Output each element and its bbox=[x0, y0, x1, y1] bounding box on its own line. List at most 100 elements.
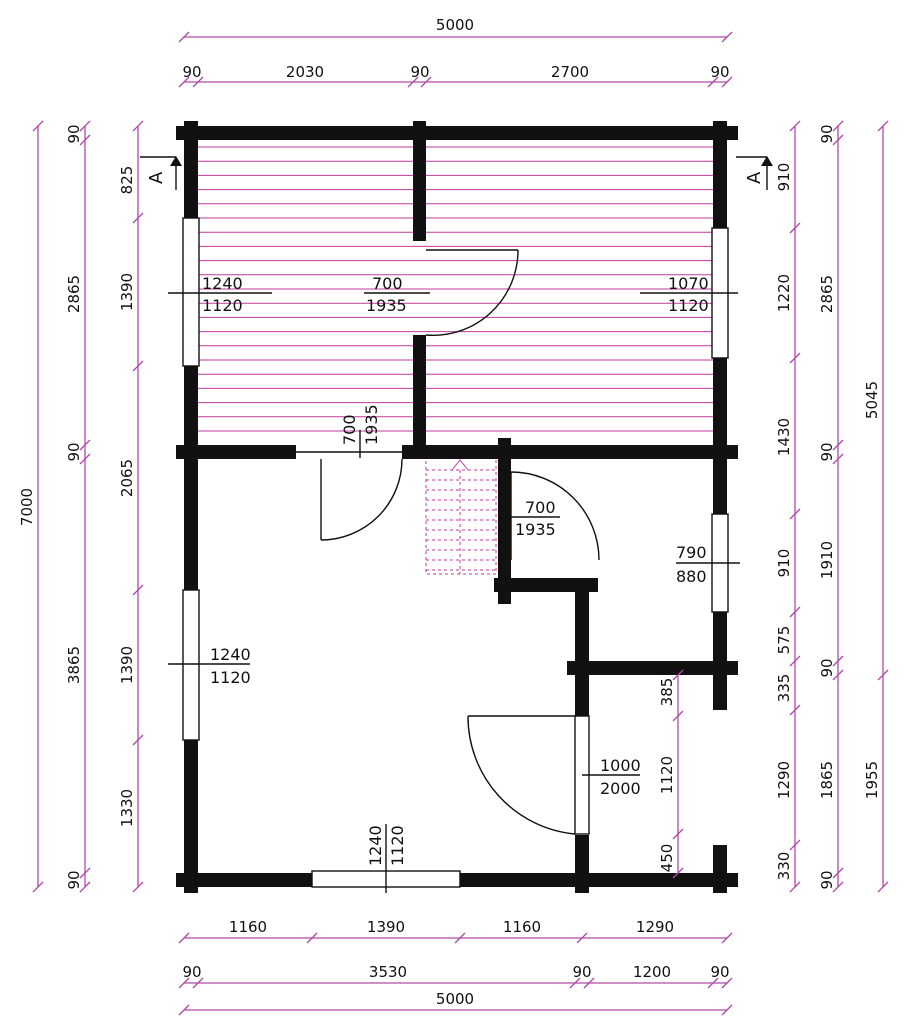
dim-left-seg: 825 bbox=[118, 166, 136, 195]
section-mark-label: A bbox=[744, 171, 765, 184]
dim-tick bbox=[721, 977, 733, 989]
dim-inner-seg: 1120 bbox=[658, 756, 676, 794]
dim-right-seg: 575 bbox=[775, 626, 793, 655]
door-label: 700 bbox=[525, 498, 556, 517]
dim-tick bbox=[576, 932, 588, 944]
dim-left-seg: 3865 bbox=[65, 646, 83, 684]
dim-bottom-seg: 90 bbox=[710, 963, 729, 981]
dim-tick bbox=[178, 932, 190, 944]
dim-tick bbox=[789, 606, 801, 618]
dim-tick bbox=[420, 76, 432, 88]
dim-tick bbox=[132, 212, 144, 224]
dim-tick bbox=[32, 120, 44, 132]
dim-tick bbox=[132, 120, 144, 132]
dim-tick bbox=[132, 360, 144, 372]
dim-right-seg: 1865 bbox=[818, 761, 836, 799]
door-label: 1935 bbox=[366, 296, 407, 315]
dim-tick bbox=[79, 453, 91, 465]
dim-top-overall: 5000 bbox=[436, 16, 474, 34]
dim-right-seg: 910 bbox=[775, 549, 793, 578]
window-label: 1240 bbox=[210, 645, 251, 664]
dim-tick bbox=[583, 977, 595, 989]
dim-tick bbox=[832, 453, 844, 465]
stairs bbox=[425, 457, 497, 575]
door-label: 1935 bbox=[362, 404, 381, 445]
dim-top-seg: 90 bbox=[410, 63, 429, 81]
dim-tick bbox=[789, 352, 801, 364]
window-label: 1120 bbox=[202, 296, 243, 315]
dim-tick bbox=[789, 839, 801, 851]
dim-left-seg: 1390 bbox=[118, 646, 136, 684]
dim-tick bbox=[178, 76, 190, 88]
dim-right-seg: 1910 bbox=[818, 541, 836, 579]
dim-tick bbox=[569, 977, 581, 989]
dim-tick bbox=[79, 439, 91, 451]
dim-left-overall: 7000 bbox=[18, 488, 36, 526]
dim-tick bbox=[306, 932, 318, 944]
door-label: 2000 bbox=[600, 779, 641, 798]
dim-tick bbox=[789, 655, 801, 667]
dim-tick bbox=[789, 120, 801, 132]
dim-top-seg: 90 bbox=[710, 63, 729, 81]
dim-inner-seg: 385 bbox=[658, 678, 676, 707]
window-label: 1120 bbox=[210, 668, 251, 687]
section-mark-label: A bbox=[146, 171, 167, 184]
dim-tick bbox=[789, 508, 801, 520]
dim-left-seg: 1390 bbox=[118, 273, 136, 311]
dim-top-seg: 2700 bbox=[551, 63, 589, 81]
dim-tick bbox=[79, 881, 91, 893]
dim-right-seg: 90 bbox=[818, 870, 836, 889]
floor-hatching bbox=[198, 146, 713, 432]
dim-tick bbox=[707, 76, 719, 88]
dim-right-seg: 335 bbox=[775, 674, 793, 703]
dim-tick bbox=[877, 669, 889, 681]
dim-right-seg: 910 bbox=[775, 163, 793, 192]
dim-tick bbox=[721, 932, 733, 944]
dim-bottom-overall: 5000 bbox=[436, 990, 474, 1008]
dim-tick bbox=[454, 932, 466, 944]
dim-tick bbox=[832, 134, 844, 146]
window-label: 1120 bbox=[668, 296, 709, 315]
window-label: 1240 bbox=[202, 274, 243, 293]
dim-tick bbox=[877, 881, 889, 893]
dim-tick bbox=[407, 76, 419, 88]
walls bbox=[176, 121, 738, 893]
door-label: 700 bbox=[340, 414, 359, 445]
dim-tick bbox=[789, 881, 801, 893]
dim-inner-seg: 450 bbox=[658, 844, 676, 873]
dim-bottom-seg: 90 bbox=[182, 963, 201, 981]
window-label: 790 bbox=[676, 543, 707, 562]
dim-tick bbox=[672, 669, 684, 681]
dim-bottom-seg: 90 bbox=[572, 963, 591, 981]
dim-right-seg: 1955 bbox=[863, 761, 881, 799]
dim-bottom-seg: 1390 bbox=[367, 918, 405, 936]
dim-tick bbox=[832, 867, 844, 879]
dim-tick bbox=[132, 734, 144, 746]
dim-tick bbox=[832, 120, 844, 132]
dim-tick bbox=[832, 655, 844, 667]
dim-right-seg: 1220 bbox=[775, 274, 793, 312]
door-label: 1000 bbox=[600, 756, 641, 775]
section-marks bbox=[140, 156, 773, 190]
dim-left-seg: 2865 bbox=[65, 275, 83, 313]
dim-right-seg: 90 bbox=[818, 658, 836, 677]
dim-tick bbox=[79, 120, 91, 132]
dim-bottom-seg: 1160 bbox=[503, 918, 541, 936]
dim-tick bbox=[192, 977, 204, 989]
dim-tick bbox=[721, 76, 733, 88]
dim-tick bbox=[721, 1004, 733, 1016]
dim-left-seg: 90 bbox=[65, 870, 83, 889]
dim-right-seg: 5045 bbox=[863, 381, 881, 419]
dim-right-seg: 330 bbox=[775, 852, 793, 881]
dim-bottom-seg: 1200 bbox=[633, 963, 671, 981]
dim-tick bbox=[672, 710, 684, 722]
dim-top-seg: 90 bbox=[182, 63, 201, 81]
dim-tick bbox=[32, 881, 44, 893]
window-label: 1240 bbox=[366, 825, 385, 866]
dim-right-seg: 1430 bbox=[775, 418, 793, 456]
dim-tick bbox=[178, 31, 190, 43]
dim-right-seg: 90 bbox=[818, 124, 836, 143]
dim-tick bbox=[178, 977, 190, 989]
window-label: 1120 bbox=[388, 825, 407, 866]
